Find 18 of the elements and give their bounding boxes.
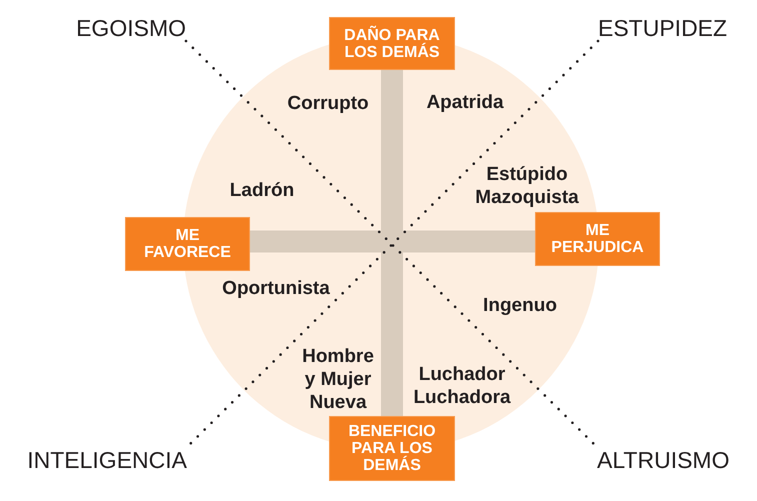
quadrant-label: Apatrida (426, 91, 504, 114)
axis-end-label: INTELIGENCIA (27, 447, 187, 473)
quadrant-label: Corrupto (287, 92, 369, 115)
quadrant-label: Ingenuo (483, 294, 557, 317)
axis-label-box: DAÑO PARA LOS DEMÁS (329, 17, 455, 70)
quadrant-label: Luchador Luchadora (413, 363, 511, 409)
axis-end-label: ESTUPIDEZ (598, 15, 728, 41)
quadrant-label: Oportunista (222, 277, 330, 300)
axis-bar (250, 230, 535, 252)
quadrant-label: Estúpido Mazoquista (475, 163, 579, 209)
axis-end-label: ALTRUISMO (597, 447, 730, 473)
quadrant-label: Ladrón (230, 179, 294, 202)
quadrant-label: Hombre y Mujer Nueva (301, 345, 375, 414)
axis-label-box: BENEFICIO PARA LOS DEMÁS (329, 416, 455, 481)
axis-label-box: ME FAVORECE (125, 217, 250, 271)
axis-bar (381, 70, 403, 416)
axis-end-label: EGOISMO (76, 15, 186, 41)
axis-label-box: ME PERJUDICA (535, 212, 660, 266)
